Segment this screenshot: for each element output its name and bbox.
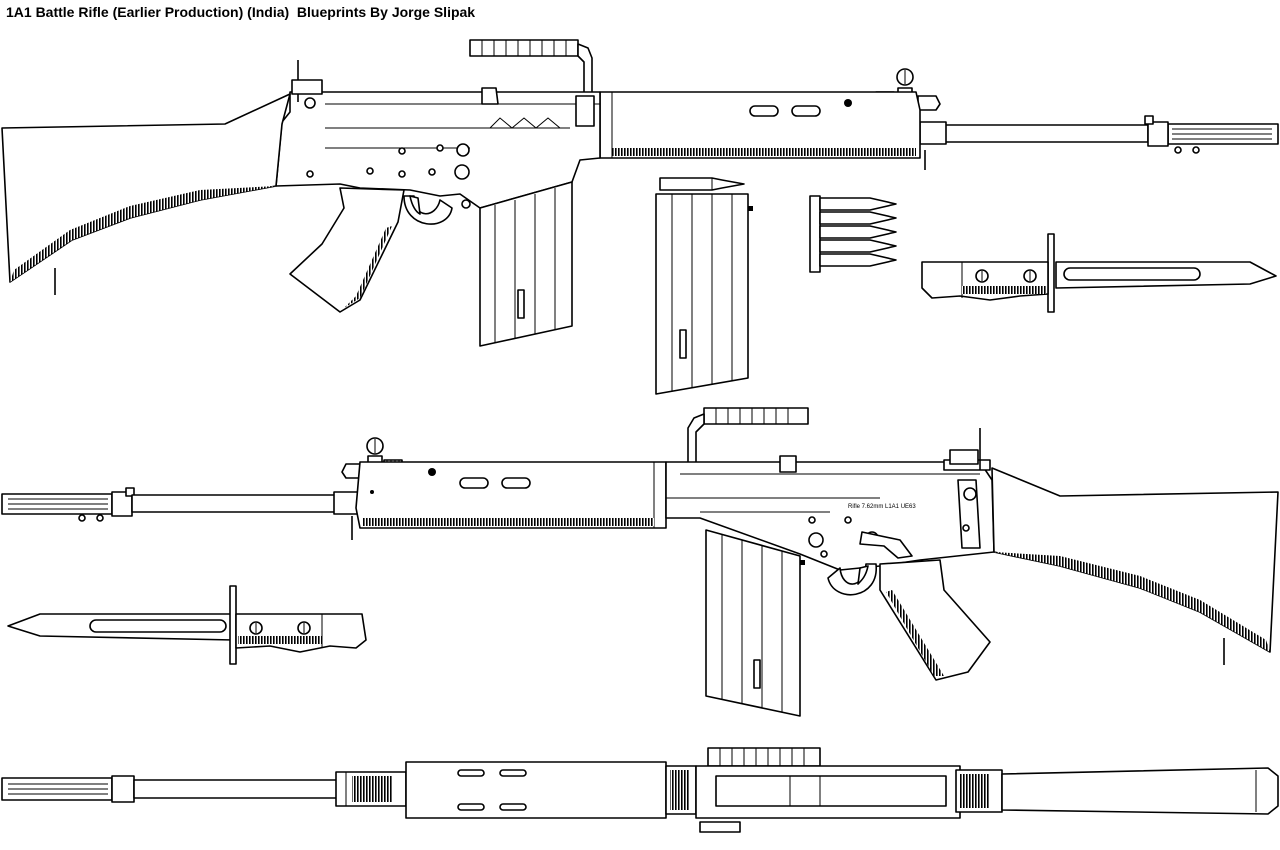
rifle-right-side-view xyxy=(1,39,1279,347)
barrel xyxy=(133,779,345,799)
carry-handle xyxy=(469,39,593,97)
barrel xyxy=(919,124,1149,143)
receiver xyxy=(275,87,601,209)
receiver xyxy=(695,765,961,833)
receiver-stamp: Rifle 7.62mm L1A1 UE63 xyxy=(848,504,916,510)
pistol-grip xyxy=(289,187,405,313)
bayonet-right xyxy=(921,233,1277,313)
cartridge xyxy=(659,177,745,191)
flash-hider xyxy=(1167,123,1279,145)
bayonet-left xyxy=(7,585,367,665)
flash-hider xyxy=(1,777,113,801)
blueprint-title: 1A1 Battle Rifle (Earlier Production) (I… xyxy=(6,4,476,20)
trigger xyxy=(409,195,421,215)
butt-stock xyxy=(1001,767,1279,815)
vent-slot xyxy=(791,105,821,117)
handguard xyxy=(599,91,921,159)
rifle-left-side-view: Rifle 7.62mm L1A1 UE63 xyxy=(1,407,1279,717)
magazine-inserted xyxy=(705,529,805,717)
selector xyxy=(454,164,470,180)
rear-sight xyxy=(949,428,981,470)
front-sight-lug xyxy=(1144,115,1154,125)
handguard xyxy=(355,461,667,529)
barrel xyxy=(131,494,353,513)
handguard xyxy=(405,761,667,819)
bayonet-crossguard xyxy=(1047,233,1055,313)
pistol-grip xyxy=(879,559,991,681)
flash-hider xyxy=(1,493,113,515)
receiver: Rifle 7.62mm L1A1 UE63 xyxy=(665,455,995,571)
carry-handle xyxy=(707,747,821,767)
rifle-top-view xyxy=(1,747,1279,833)
spare-magazine xyxy=(655,193,753,395)
selector xyxy=(808,532,824,548)
stripper-clip xyxy=(809,195,897,273)
butt-stock xyxy=(991,467,1279,665)
magazine-inserted xyxy=(479,181,573,347)
bayonet-crossguard xyxy=(229,585,237,665)
butt-stock xyxy=(1,93,291,295)
trigger xyxy=(857,565,869,585)
rear-sight xyxy=(291,60,323,109)
vent-slot xyxy=(749,105,779,117)
